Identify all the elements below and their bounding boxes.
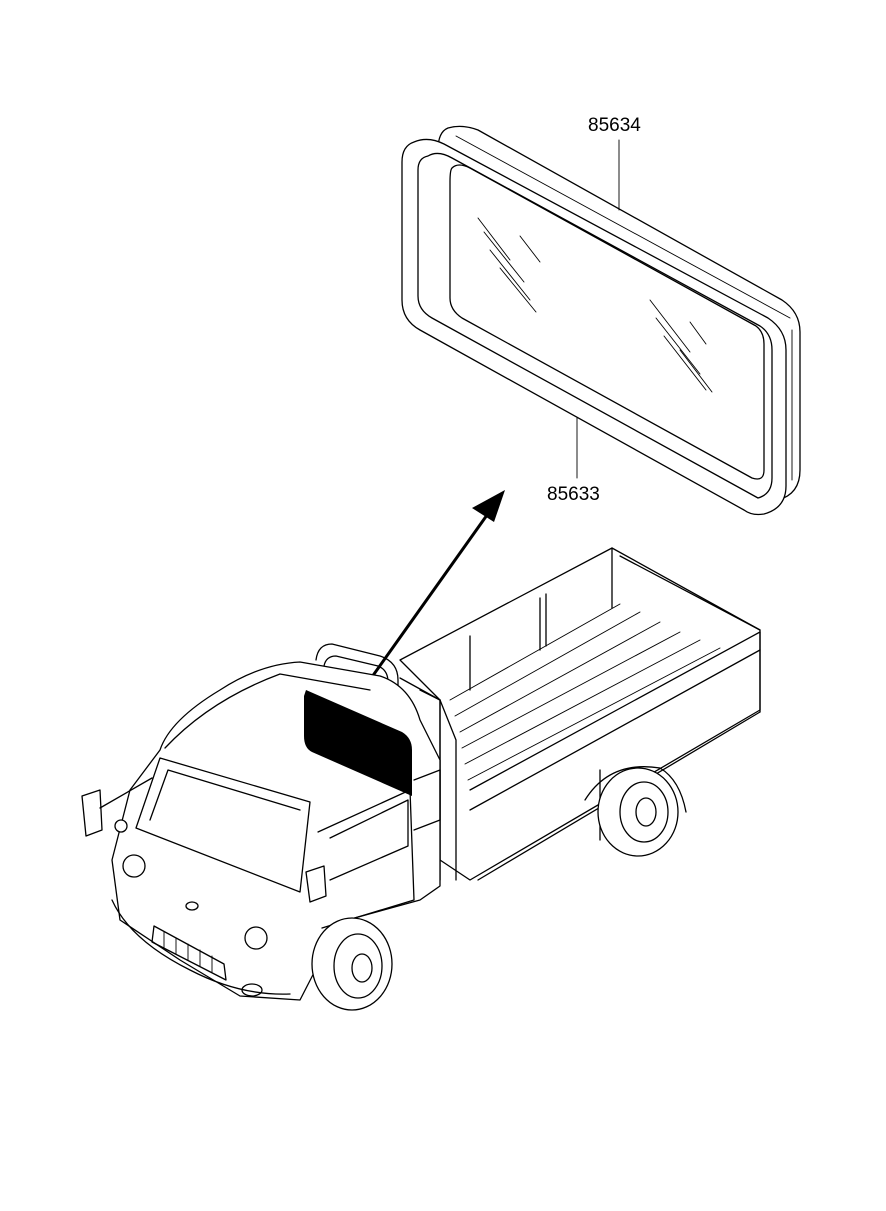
location-arrow [350, 490, 505, 706]
leader-lines [576, 139, 620, 479]
part-number-label-85633[interactable]: 85633 [547, 484, 600, 505]
rear-window-glass[interactable] [401, 125, 801, 516]
rear-window-location [304, 690, 412, 796]
part-number-label-85634[interactable]: 85634 [588, 115, 641, 136]
truck-illustration [81, 547, 761, 1011]
